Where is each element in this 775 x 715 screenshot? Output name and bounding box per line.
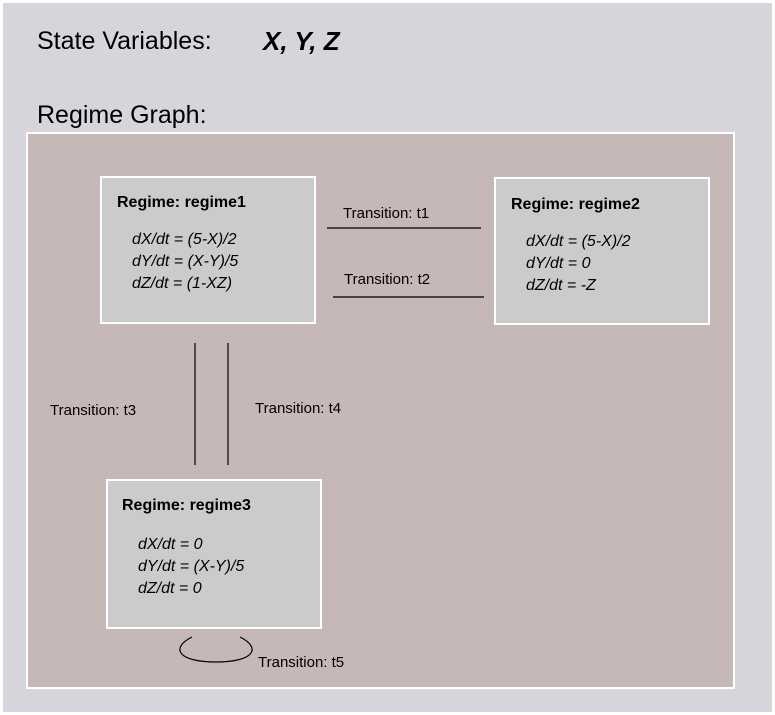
regime3-box[interactable]: [106, 479, 322, 629]
state-variables-values: X, Y, Z: [263, 26, 340, 56]
regime3-equation-y: dY/dt = (X-Y)/5: [138, 558, 245, 575]
regime3-equation-x: dX/dt = 0: [138, 536, 203, 553]
regime1-box[interactable]: [100, 176, 316, 324]
regime2-title: Regime: regime2: [511, 196, 640, 213]
regime-graph-label: Regime Graph:: [37, 101, 207, 129]
regime2-equation-y: dY/dt = 0: [526, 255, 591, 272]
transition-t2-label: Transition: t2: [344, 271, 431, 288]
regime2-equation-z: dZ/dt = -Z: [526, 277, 596, 294]
transition-t1-label: Transition: t1: [343, 205, 430, 222]
transition-t3-label: Transition: t3: [50, 402, 137, 419]
regime3-equation-z: dZ/dt = 0: [138, 580, 202, 597]
regime1-equation-z: dZ/dt = (1-XZ): [132, 275, 233, 292]
regime1-title: Regime: regime1: [117, 194, 246, 211]
regime1-equation-y: dY/dt = (X-Y)/5: [132, 253, 239, 270]
transition-t4-label: Transition: t4: [255, 400, 342, 417]
transition-t5-label: Transition: t5: [258, 654, 345, 671]
regime2-box[interactable]: [494, 177, 710, 325]
state-variables-label: State Variables:: [37, 27, 212, 55]
regime3-title: Regime: regime3: [122, 497, 251, 514]
regime2-equation-x: dX/dt = (5-X)/2: [526, 233, 631, 250]
regime1-equation-x: dX/dt = (5-X)/2: [132, 231, 237, 248]
